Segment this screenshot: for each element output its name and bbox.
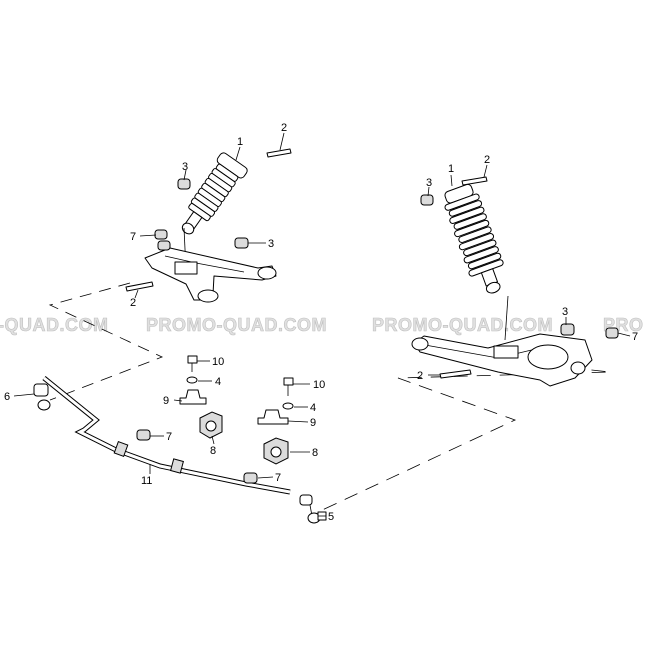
callout-2-right-bottom: 2 (417, 370, 423, 382)
left-shock-absorber (177, 148, 292, 271)
callout-3-right-top: 3 (426, 177, 432, 189)
watermark-center-right: PROMO-QUAD.COM (372, 315, 553, 335)
callout-3-left-top: 3 (182, 161, 188, 173)
callout-1-right: 1 (448, 163, 454, 175)
watermark-left: -QUAD.COM (0, 315, 109, 335)
left-lower-arm (125, 229, 277, 303)
callout-4-left: 4 (215, 376, 221, 388)
callout-2-right-top: 2 (484, 154, 490, 166)
leader-lines (13, 132, 631, 517)
callout-5: 5 (328, 511, 334, 523)
stabilizer-hardware-left (179, 355, 223, 439)
callout-7-left: 7 (130, 231, 136, 243)
callout-6: 6 (4, 391, 10, 403)
callout-9-right: 9 (310, 417, 316, 429)
watermark-center-left: PROMO-QUAD.COM (146, 315, 327, 335)
callout-7-bar-left: 7 (166, 431, 172, 443)
callout-10-left: 10 (212, 356, 224, 368)
callout-3-left-mid: 3 (268, 238, 274, 250)
callout-8-left: 8 (210, 445, 216, 457)
callout-11: 11 (141, 475, 152, 487)
right-lower-arm (411, 323, 619, 387)
stabilizer-bar (33, 376, 327, 524)
watermark: -QUAD.COM PROMO-QUAD.COM PROMO-QUAD.COM … (0, 315, 643, 336)
callout-9-left: 9 (163, 395, 169, 407)
callout-7-right: 7 (632, 331, 638, 343)
stabilizer-hardware-right (257, 377, 294, 465)
callout-numbers: 1 2 3 7 3 2 1 2 3 3 7 2 10 4 9 8 10 4 9 … (4, 122, 638, 523)
callout-2-left-top: 2 (281, 122, 287, 134)
callout-3-right-mid: 3 (562, 306, 568, 318)
callout-1-left: 1 (237, 136, 243, 148)
callout-8-right: 8 (312, 447, 318, 459)
callout-2-left-bottom: 2 (130, 297, 136, 309)
callout-10-right: 10 (313, 379, 325, 391)
callout-4-right: 4 (310, 402, 316, 414)
right-shock-absorber (420, 176, 509, 341)
callout-7-bar-right: 7 (275, 472, 281, 484)
